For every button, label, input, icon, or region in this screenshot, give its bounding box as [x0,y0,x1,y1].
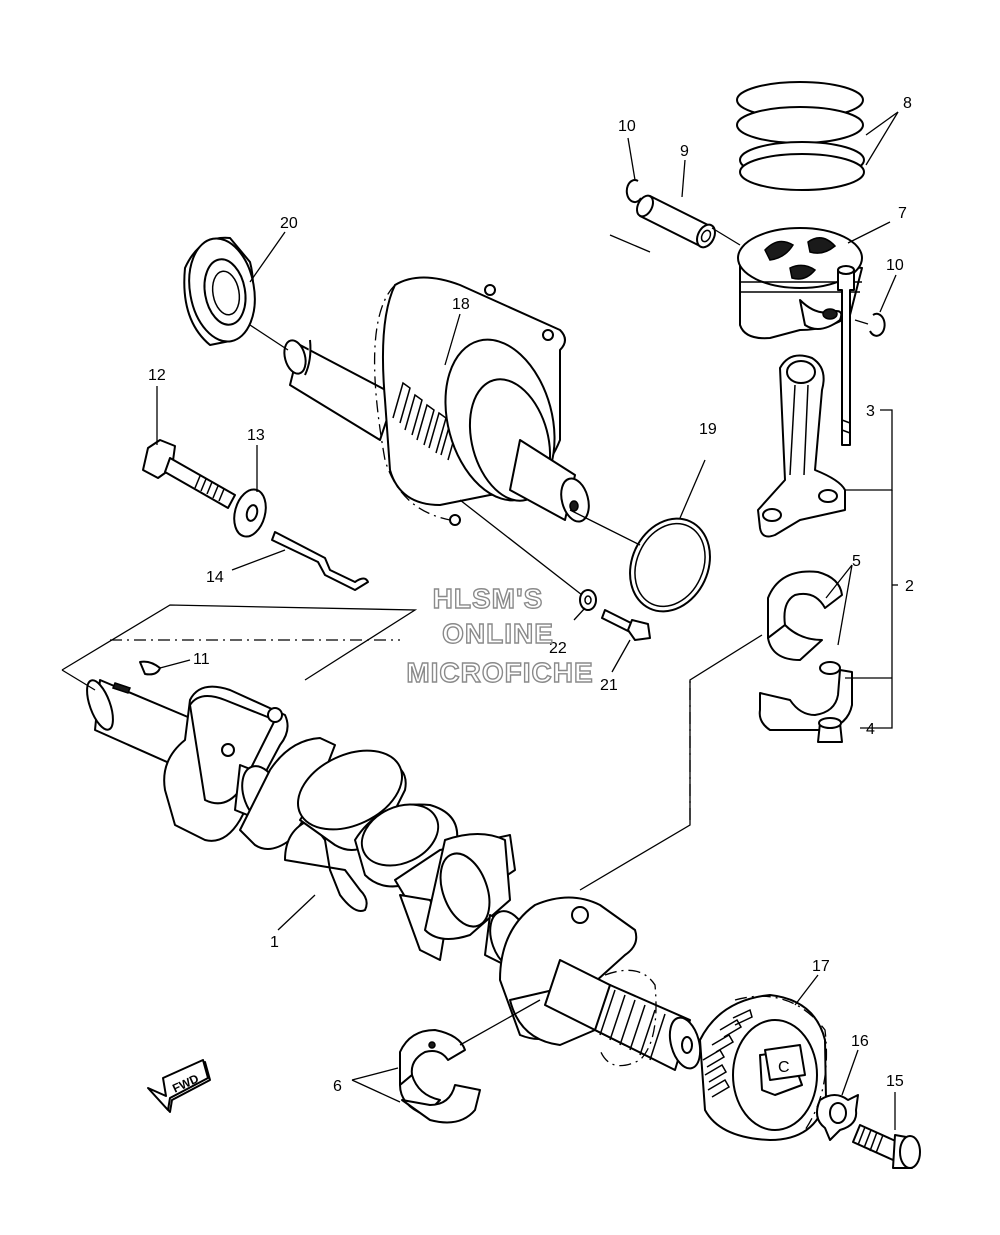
callout-5: 5 [852,553,861,570]
lock-washer[interactable] [815,1094,859,1141]
crankshaft[interactable] [82,677,706,1072]
watermark-line-1: HLSM'S [433,583,544,614]
callout-18: 18 [452,296,470,313]
callout-6: 6 [333,1078,342,1095]
callout-20: 20 [280,215,298,232]
callout-8: 8 [903,95,912,112]
bolt[interactable] [142,439,236,509]
callout-10-left: 10 [618,118,636,135]
piston-rings[interactable] [736,81,865,191]
callout-13: 13 [247,427,265,444]
connecting-rod-bearing-upper[interactable] [767,570,843,661]
gear-bolt[interactable] [852,1124,921,1169]
o-ring[interactable] [615,505,724,624]
connecting-rod[interactable] [757,354,846,538]
connecting-rod-nut[interactable] [817,717,843,743]
callout-10-right: 10 [886,257,904,274]
callout-14: 14 [206,569,224,586]
callout-22: 22 [549,640,567,657]
callout-7: 7 [898,205,907,222]
watermark-line-3: MICROFICHE [406,657,593,688]
washer[interactable] [229,486,270,540]
piston-pin[interactable] [634,193,719,250]
callout-3: 3 [866,403,875,420]
callout-9: 9 [680,143,689,160]
callout-15: 15 [886,1073,904,1090]
primary-drive-gear[interactable]: C [699,994,828,1141]
balancer-shaft[interactable] [281,276,593,526]
callout-16: 16 [851,1033,869,1050]
watermark-line-2: ONLINE [442,618,554,649]
callout-19: 19 [699,421,717,438]
piston[interactable] [737,227,863,340]
callout-numbers: 1 2 3 4 5 6 7 8 9 10 10 11 12 13 14 15 1… [148,95,914,1095]
piston-pin-clip-right[interactable] [869,312,886,337]
callout-21: 21 [600,677,618,694]
plate[interactable] [271,531,369,591]
bearing[interactable] [181,233,262,347]
main-bearing[interactable] [399,1029,481,1124]
gear-hub-mark: C [778,1059,790,1076]
piston-pin-clip-left[interactable] [625,179,642,204]
woodruff-key[interactable] [139,660,161,676]
forward-direction-arrow: FWD [147,1059,211,1113]
leader-lines [156,111,899,1130]
callout-17: 17 [812,958,830,975]
callout-4: 4 [866,721,875,738]
watermark: HLSM'S ONLINE MICROFICHE [406,582,594,688]
callout-12: 12 [148,367,166,384]
callout-11: 11 [193,651,210,668]
washer-small[interactable] [579,589,597,611]
callout-2: 2 [905,578,914,595]
connecting-rod-cap[interactable] [758,661,853,731]
connecting-rod-bolt[interactable] [837,265,855,446]
callout-1: 1 [270,934,279,951]
bolt-small[interactable] [601,609,651,641]
assembly-lines [61,227,869,1046]
